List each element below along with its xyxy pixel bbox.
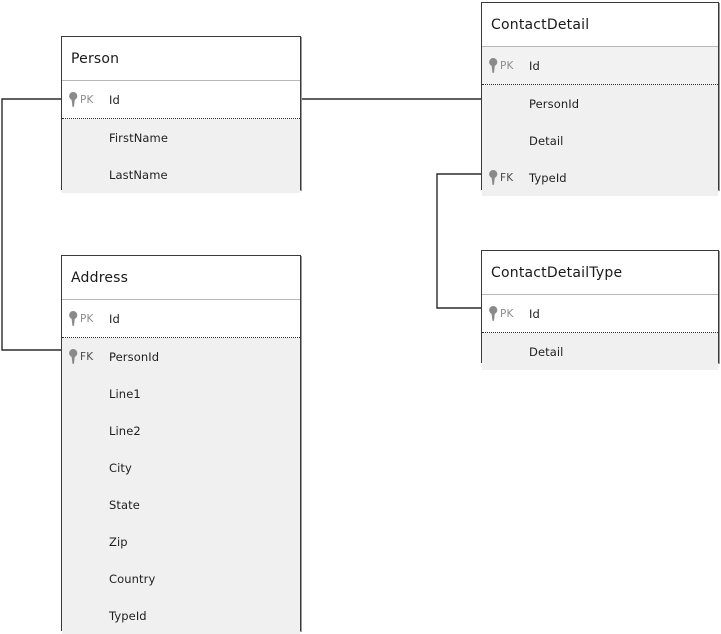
- key-icon: [489, 58, 498, 73]
- attribute-key-cell: PK: [62, 92, 109, 107]
- entity-header-contactdetailtype: ContactDetailType: [482, 251, 718, 295]
- entity-section-divider: [482, 332, 718, 333]
- relationship-person-address[interactable]: [1, 98, 61, 351]
- attribute-name: TypeId: [529, 170, 567, 185]
- entity-table-contactdetailtype[interactable]: ContactDetailType PK Id Detail: [481, 250, 719, 370]
- attribute-row[interactable]: LastName: [62, 156, 300, 193]
- pk-tag: PK: [80, 93, 94, 106]
- pk-tag: PK: [500, 307, 514, 320]
- attribute-name: Id: [109, 311, 120, 326]
- attribute-row[interactable]: PK Id: [62, 300, 300, 337]
- entity-pk-section: PK Id: [482, 295, 718, 332]
- entity-header-address: Address: [62, 256, 300, 300]
- attribute-key-cell: PK: [482, 58, 529, 73]
- attribute-key-cell: PK: [62, 311, 109, 326]
- attribute-name: Line2: [109, 423, 141, 438]
- entity-title-contactdetail: ContactDetail: [491, 16, 590, 33]
- entity-header-contactdetail: ContactDetail: [482, 3, 718, 47]
- key-icon: [489, 306, 498, 321]
- entity-pk-section: PK Id: [62, 300, 300, 337]
- entity-header-person: Person: [62, 37, 300, 81]
- attribute-row[interactable]: FK PersonId: [62, 338, 300, 375]
- attribute-name: PersonId: [529, 96, 580, 111]
- attribute-row[interactable]: TypeId: [62, 597, 300, 634]
- entity-pk-section: PK Id: [62, 81, 300, 118]
- attribute-row[interactable]: PersonId: [482, 85, 718, 122]
- pk-tag: PK: [80, 312, 94, 325]
- entity-section-divider: [482, 84, 718, 85]
- key-icon: [489, 170, 498, 185]
- entity-section-divider: [62, 118, 300, 119]
- attribute-name: State: [109, 497, 140, 512]
- attribute-name: Id: [529, 58, 540, 73]
- attribute-row[interactable]: Line2: [62, 412, 300, 449]
- attribute-row[interactable]: Country: [62, 560, 300, 597]
- attribute-key-cell: PK: [482, 306, 529, 321]
- attribute-name: Line1: [109, 386, 141, 401]
- pk-tag: PK: [500, 59, 514, 72]
- key-icon: [69, 349, 78, 364]
- attribute-row[interactable]: PK Id: [482, 47, 718, 84]
- relationship-contactdetail-contactdetailtype[interactable]: [436, 173, 481, 309]
- attribute-name: Detail: [529, 133, 564, 148]
- attribute-row[interactable]: Line1: [62, 375, 300, 412]
- entity-pk-section: PK Id: [482, 47, 718, 84]
- entity-section-divider: [62, 337, 300, 338]
- entity-body-section: Detail: [482, 333, 718, 370]
- attribute-name: Id: [109, 92, 120, 107]
- attribute-row[interactable]: City: [62, 449, 300, 486]
- attribute-row[interactable]: State: [62, 486, 300, 523]
- attribute-name: Country: [109, 571, 156, 586]
- attribute-name: LastName: [109, 167, 168, 182]
- attribute-row[interactable]: FirstName: [62, 119, 300, 156]
- attribute-name: PersonId: [109, 349, 160, 364]
- attribute-row[interactable]: Zip: [62, 523, 300, 560]
- attribute-name: FirstName: [109, 130, 169, 145]
- attribute-name: City: [109, 460, 132, 475]
- attribute-key-cell: FK: [482, 170, 529, 185]
- attribute-row[interactable]: PK Id: [62, 81, 300, 118]
- attribute-key-cell: FK: [62, 349, 109, 364]
- attribute-row[interactable]: FK TypeId: [482, 159, 718, 196]
- fk-tag: FK: [80, 350, 94, 363]
- entity-title-contactdetailtype: ContactDetailType: [491, 264, 623, 281]
- entity-title-address: Address: [71, 269, 129, 286]
- attribute-name: TypeId: [109, 608, 147, 623]
- key-icon: [69, 311, 78, 326]
- attribute-row[interactable]: Detail: [482, 333, 718, 370]
- fk-tag: FK: [500, 171, 514, 184]
- attribute-row[interactable]: Detail: [482, 122, 718, 159]
- attribute-row[interactable]: PK Id: [482, 295, 718, 332]
- key-icon: [69, 92, 78, 107]
- attribute-name: Detail: [529, 344, 564, 359]
- entity-title-person: Person: [71, 50, 120, 67]
- attribute-name: Id: [529, 306, 540, 321]
- attribute-name: Zip: [109, 534, 128, 549]
